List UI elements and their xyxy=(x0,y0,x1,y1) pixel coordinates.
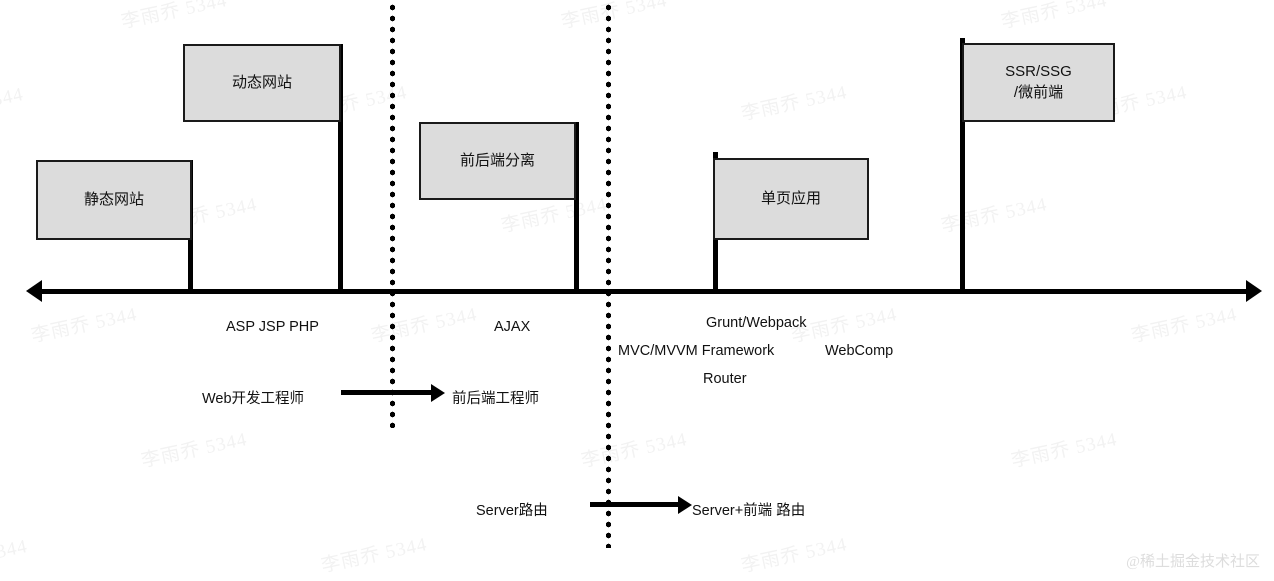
transition-arrow-shaft xyxy=(590,502,678,507)
background-watermark: 李雨乔 5344 xyxy=(559,0,670,33)
background-watermark: 李雨乔 5344 xyxy=(139,428,250,472)
background-watermark: 李雨乔 5344 xyxy=(1129,303,1240,347)
era-flag-label: 动态网站 xyxy=(231,73,292,91)
tech-stack-label: AJAX xyxy=(494,319,531,335)
era-flag-pole xyxy=(574,122,579,292)
background-watermark: 李雨乔 5344 xyxy=(739,533,850,577)
era-separator-dotted-line xyxy=(390,2,395,428)
era-flag-box[interactable]: 单页应用 xyxy=(713,158,869,240)
era-flag-label: SSR/SSG /微前端 xyxy=(1005,63,1072,101)
arrow-left-icon xyxy=(26,280,42,302)
background-watermark: 李雨乔 5344 xyxy=(739,81,850,125)
tech-stack-label: Router xyxy=(703,371,747,387)
era-separator-dotted-line xyxy=(606,2,611,548)
background-watermark: 李雨乔 5344 xyxy=(999,0,1110,33)
transition-from-label: Server路由 xyxy=(476,503,548,519)
era-flag-pole xyxy=(338,44,343,292)
background-watermark: 李雨乔 5344 xyxy=(1009,428,1120,472)
background-watermark: 李雨乔 5344 xyxy=(579,428,690,472)
transition-arrow-right-icon xyxy=(431,383,445,402)
tech-stack-label: MVC/MVVM Framework xyxy=(618,343,775,359)
era-flag-box[interactable]: 动态网站 xyxy=(183,44,341,122)
era-flag-pole xyxy=(960,38,965,292)
background-watermark: 李雨乔 5344 xyxy=(319,533,430,577)
transition-arrow-shaft xyxy=(341,390,431,395)
transition-to-label: Server+前端 路由 xyxy=(692,503,806,519)
attribution-watermark: @稀土掘金技术社区 xyxy=(1126,554,1260,570)
transition-from-label: Web开发工程师 xyxy=(202,391,305,407)
background-watermark: 李雨乔 5344 xyxy=(119,0,230,33)
timeline-axis xyxy=(38,289,1256,294)
tech-stack-label: Grunt/Webpack xyxy=(706,315,807,331)
tech-stack-label: ASP JSP PHP xyxy=(226,319,319,335)
transition-to-label: 前后端工程师 xyxy=(452,391,539,407)
arrow-right-icon xyxy=(1246,280,1262,302)
background-watermark: 5344 xyxy=(0,83,26,114)
era-flag-box[interactable]: SSR/SSG /微前端 xyxy=(962,43,1115,122)
background-watermark: 李雨乔 5344 xyxy=(369,303,480,347)
background-watermark: 5344 xyxy=(0,535,30,566)
era-flag-box[interactable]: 前后端分离 xyxy=(419,122,576,200)
era-flag-box[interactable]: 静态网站 xyxy=(36,160,192,240)
era-flag-label: 静态网站 xyxy=(83,190,144,208)
era-flag-label: 前后端分离 xyxy=(459,151,535,169)
era-flag-label: 单页应用 xyxy=(760,189,821,207)
background-watermark: 李雨乔 5344 xyxy=(939,193,1050,237)
transition-arrow-right-icon xyxy=(678,495,692,514)
tech-stack-label: WebComp xyxy=(825,343,894,359)
background-watermark: 李雨乔 5344 xyxy=(29,303,140,347)
